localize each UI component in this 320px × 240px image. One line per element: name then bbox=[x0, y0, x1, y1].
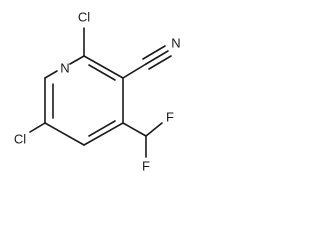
bond-cn-triple-2 bbox=[142, 45, 166, 60]
atom-f-bottom: F bbox=[142, 158, 150, 173]
atom-cl-bottom: Cl bbox=[14, 131, 26, 146]
bond-c4-c5 bbox=[83, 122, 124, 146]
bond-c5-c6 bbox=[44, 122, 85, 146]
bond-c4-chf2 bbox=[122, 122, 147, 137]
bond-c2-c3 bbox=[83, 55, 124, 79]
molecule-canvas: Cl Cl N N F F bbox=[0, 0, 196, 178]
bond-double-c4-c5-inner bbox=[88, 120, 116, 137]
bond-c3-cn bbox=[122, 63, 147, 79]
bond-cn-triple-3 bbox=[148, 55, 172, 70]
structure-diagram: Cl Cl N N F F bbox=[14, 9, 181, 173]
atom-n-nitrile: N bbox=[171, 35, 180, 50]
atom-n-ring: N bbox=[60, 60, 69, 75]
bond-n-c2 bbox=[69, 55, 85, 65]
bond-cn-triple-1 bbox=[145, 50, 169, 65]
atom-cl-top: Cl bbox=[78, 9, 90, 24]
atom-f-top: F bbox=[166, 109, 174, 124]
bond-chf2-f-top bbox=[145, 122, 163, 137]
bond-c6-cl bbox=[29, 122, 46, 133]
bond-n-c6-top bbox=[44, 70, 58, 79]
bond-double-c2-c3-inner bbox=[88, 64, 116, 81]
